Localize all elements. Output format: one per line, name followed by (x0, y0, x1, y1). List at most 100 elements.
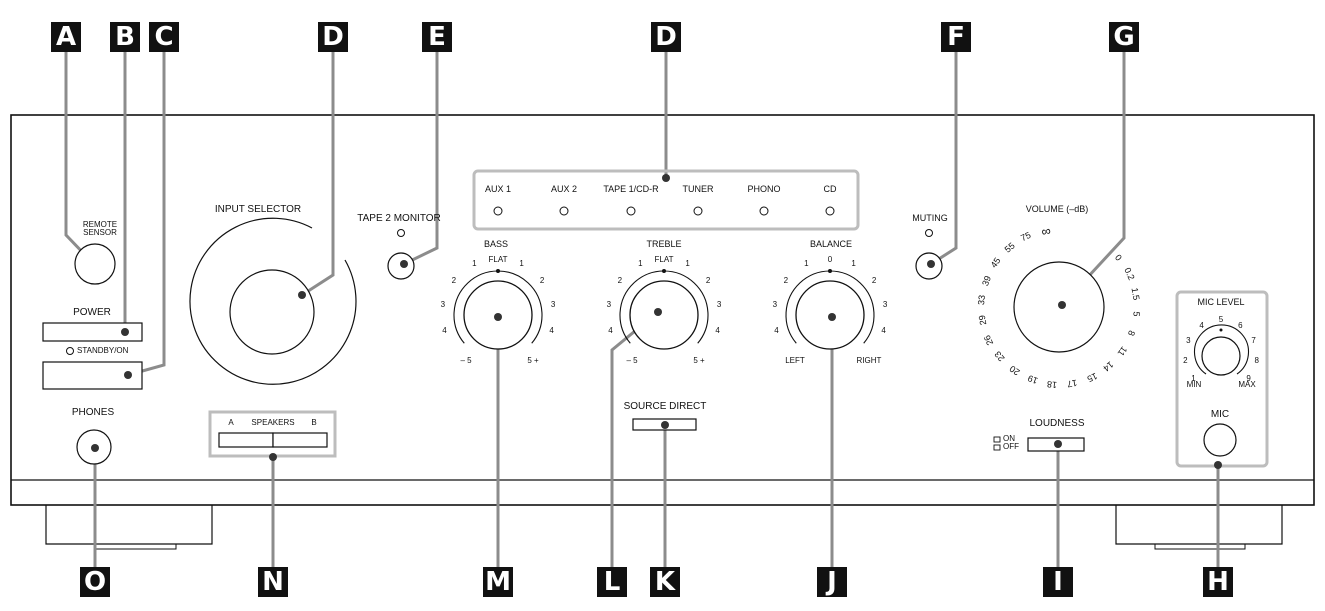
balance-tick-label: 2 (783, 275, 789, 285)
bass-tick-label: 4 (442, 326, 447, 336)
treble-control (619, 269, 709, 350)
callout-m: M (483, 567, 513, 597)
mic-level-tick: 2 (1183, 355, 1188, 365)
treble-tick-label: 4 (608, 326, 613, 336)
treble-tick-label: 2 (617, 275, 623, 285)
loudness-on-glyph (993, 436, 1001, 443)
input-selector-label: INPUT SELECTOR (214, 204, 302, 215)
speakers-a-button[interactable] (218, 432, 274, 448)
balance-tick-label: 1 (851, 259, 856, 269)
bass-label: BASS (483, 239, 509, 249)
source-led-5 (825, 206, 835, 216)
callout-l: L (597, 567, 627, 597)
callout-f: F (941, 22, 971, 52)
balance-tick-label: 4 (881, 326, 886, 336)
speakers-b-button[interactable] (272, 432, 328, 448)
loudness-off-glyph (993, 444, 1001, 451)
phones-pointer (91, 444, 99, 452)
treble-label: TREBLE (646, 239, 682, 249)
mic-level-tick: 8 (1254, 355, 1259, 365)
source-led-4 (759, 206, 769, 216)
standby-indicator (66, 347, 74, 355)
callout-i: I (1043, 567, 1073, 597)
loudness-on-label: ON (1003, 434, 1015, 443)
remote-sensor-label: REMOTE SENSOR (82, 220, 118, 238)
muting-pointer (927, 260, 935, 268)
tape2-monitor-indicator (397, 229, 405, 237)
treble-tick-label: 1 (685, 259, 690, 269)
phones-label: PHONES (71, 407, 115, 418)
mic-level-tick: 5 (1218, 315, 1224, 324)
source-led-0 (493, 206, 503, 216)
callout-d-indicators: D (651, 22, 681, 52)
bass-tick-label: 1 (519, 259, 524, 269)
speakers-pointer (269, 453, 277, 461)
volume-label: VOLUME (–dB) (1025, 204, 1089, 214)
mic-level-tick: 3 (1186, 335, 1191, 345)
speakers-label: SPEAKERS (251, 418, 295, 427)
leader-d1 (301, 52, 335, 297)
mic-section-frame (1175, 290, 1269, 468)
treble-minus5-label: – 5 (626, 356, 638, 365)
mic-level-knob[interactable] (1201, 336, 1241, 376)
bass-tick-label: 4 (549, 326, 554, 336)
bass-center-mark (496, 269, 500, 273)
input-selector-pointer (298, 291, 306, 299)
treble-tick-label: 2 (705, 275, 711, 285)
source-label-4: PHONO (747, 184, 781, 194)
mic-jack[interactable] (1203, 423, 1237, 457)
mic-min-label: MIN (1186, 380, 1202, 389)
speakers-a-label: A (228, 418, 234, 427)
mic-level-tick: 6 (1238, 320, 1243, 330)
mic-pointer (1214, 461, 1222, 469)
standby-on-label: STANDBY/ON (77, 346, 129, 355)
mic-level-label: MIC LEVEL (1197, 297, 1245, 307)
balance-tick-label: 4 (774, 326, 779, 336)
input-indicator-panel (472, 169, 860, 231)
volume-pointer (1058, 301, 1066, 309)
bass-minus5-label: – 5 (460, 356, 472, 365)
balance-tick-label: 1 (804, 259, 809, 269)
callout-o: O (80, 567, 110, 597)
balance-label: BALANCE (809, 239, 853, 249)
mic-level-tick: 7 (1251, 335, 1256, 345)
callout-e: E (422, 22, 452, 52)
power-pointer (121, 328, 129, 336)
volume-scale-label: 17 (1066, 377, 1079, 390)
power-switch[interactable] (42, 322, 143, 342)
bass-plus5-label: 5 + (527, 356, 539, 365)
treble-tick-label: 3 (716, 300, 722, 310)
balance-tick-label: 2 (871, 275, 877, 285)
loudness-pointer (1054, 440, 1062, 448)
loudness-label: LOUDNESS (1029, 418, 1085, 429)
bass-flat-label: FLAT (488, 255, 508, 264)
treble-pointer (654, 308, 662, 316)
volume-scale-label: 1.5 (1129, 286, 1142, 301)
treble-flat-label: FLAT (654, 255, 674, 264)
balance-right-label: RIGHT (856, 356, 882, 365)
balance-pointer (828, 313, 836, 321)
right-foot (1115, 505, 1283, 545)
bass-tick-label: 2 (539, 275, 545, 285)
callout-c: C (149, 22, 179, 52)
volume-scale-label: 18 (1046, 378, 1058, 390)
bass-tick-label: 2 (451, 275, 457, 285)
callout-d-selector: D (318, 22, 348, 52)
callout-k: K (650, 567, 680, 597)
balance-left-label: LEFT (785, 356, 805, 365)
volume-scale-label: ∞ (1039, 222, 1052, 240)
callout-a: A (51, 22, 81, 52)
speakers-b-label: B (311, 418, 317, 427)
bass-tick-label: 3 (550, 300, 556, 310)
mic-level-tick: 4 (1199, 320, 1204, 330)
mic-max-label: MAX (1238, 380, 1256, 389)
mic-level-tick: 1 (1191, 374, 1196, 384)
treble-knob[interactable] (629, 280, 699, 350)
input-selector-knob[interactable] (229, 269, 315, 355)
source-label-5: CD (823, 184, 837, 194)
indicator-panel-pointer (662, 174, 670, 182)
treble-plus5-label: 5 + (693, 356, 705, 365)
left-foot-plate (95, 543, 177, 550)
mic-level-ring (1193, 324, 1250, 375)
bass-tick-label: 1 (472, 259, 477, 269)
